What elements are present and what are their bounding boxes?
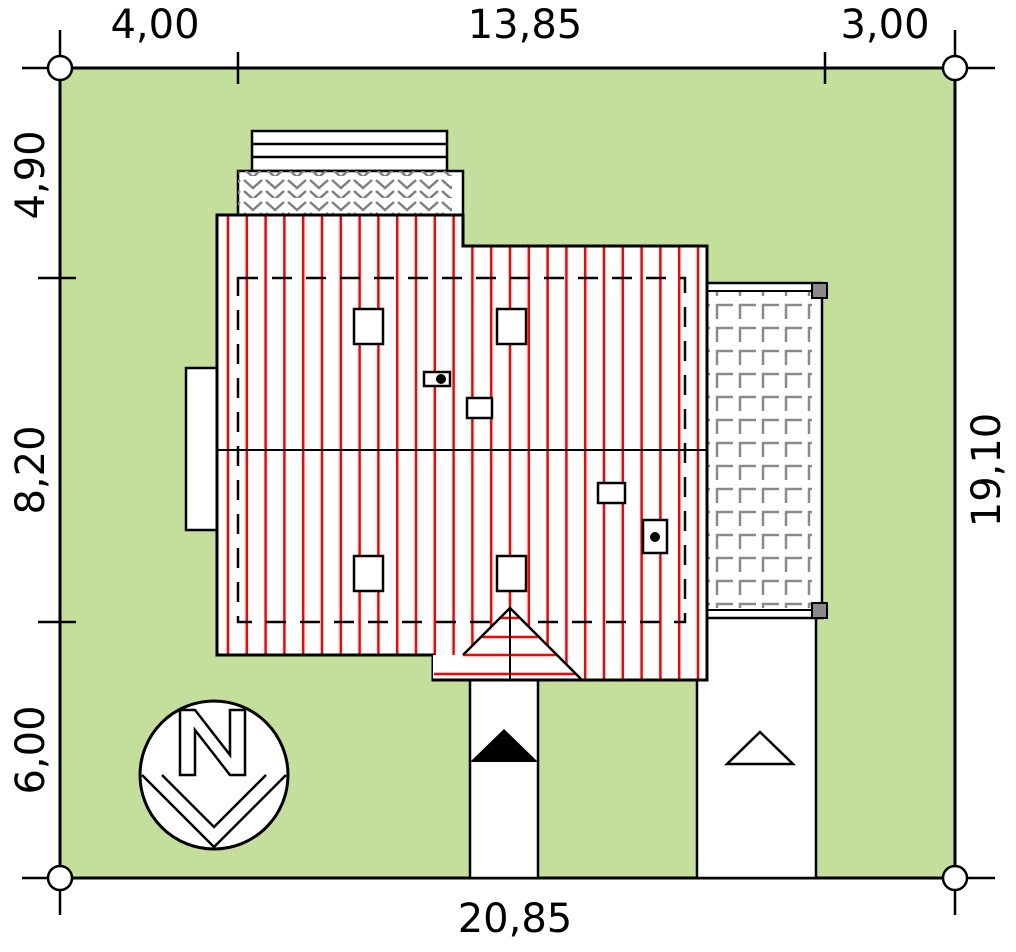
- dim-bottom-total: 20,85: [458, 896, 573, 942]
- footpath: [468, 676, 540, 880]
- dim-top-right: 3,00: [840, 2, 929, 48]
- dim-left-top: 4,90: [8, 130, 54, 219]
- vent: [596, 481, 627, 505]
- entrance-gable: [433, 608, 582, 680]
- vent: [465, 396, 494, 420]
- porch-paving: [238, 171, 452, 216]
- roof-window: [495, 307, 528, 346]
- roof-window: [352, 554, 385, 593]
- terrace-column: [811, 602, 828, 619]
- wall-outline: [236, 276, 687, 624]
- main-entrance-marker: [470, 729, 538, 762]
- terrace-column: [811, 282, 828, 299]
- north-arrow: N: [138, 699, 290, 851]
- dim-top-middle: 13,85: [468, 2, 583, 48]
- roof-window: [495, 554, 528, 593]
- dim-left-middle: 8,20: [8, 425, 54, 514]
- stairs: [250, 129, 449, 173]
- bay-window: [184, 366, 219, 532]
- roof-tiles: [226, 215, 700, 680]
- terrace-paving: [708, 290, 812, 608]
- roof: [217, 215, 707, 680]
- roof-window: [352, 307, 385, 346]
- corner-markers: [46, 54, 969, 892]
- dim-left-bottom: 6,00: [8, 705, 54, 794]
- dim-top-left: 4,00: [110, 2, 199, 48]
- dim-right-total: 19,10: [964, 413, 1010, 528]
- garage-entrance-marker: [723, 730, 797, 766]
